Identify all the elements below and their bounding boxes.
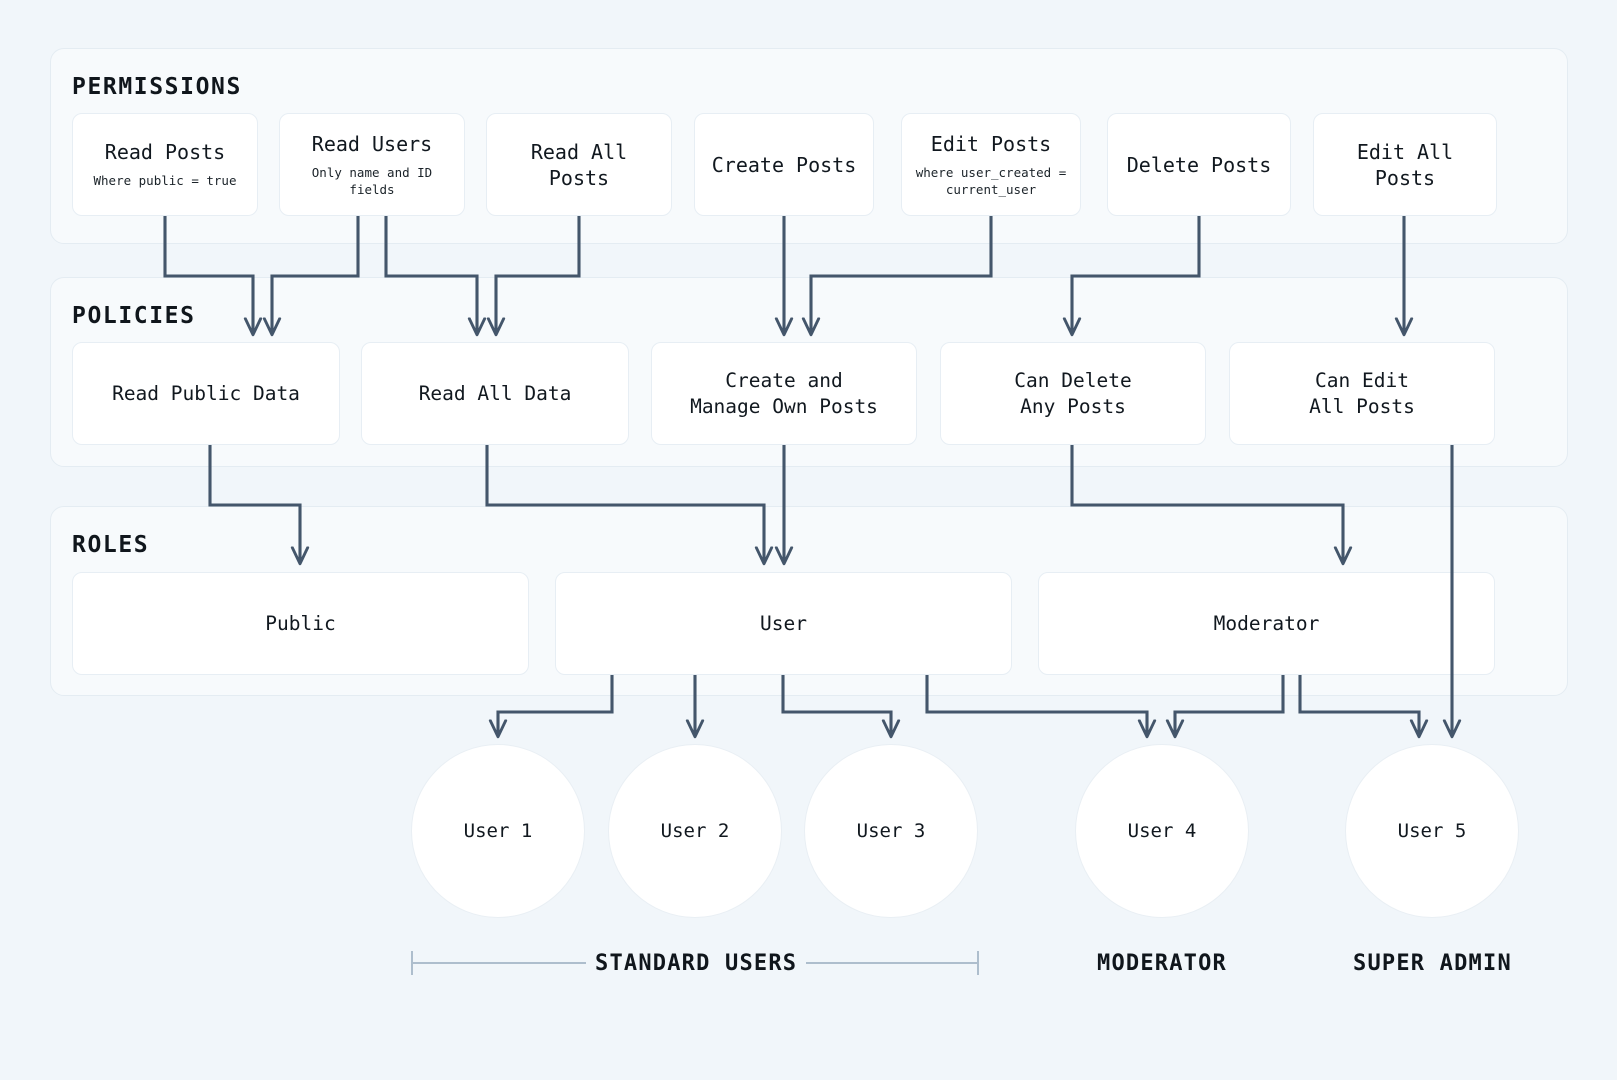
user-label: User 3 — [856, 820, 926, 842]
permission-sublabel: Only name and ID fields — [311, 164, 433, 197]
policy-node[interactable]: Read Public Data — [72, 342, 340, 445]
policy-label: Read All Data — [418, 381, 572, 405]
role-node[interactable]: User — [555, 572, 1012, 675]
permission-label: Delete Posts — [1126, 152, 1272, 177]
permission-sublabel: Where public = true — [93, 173, 237, 189]
role-node[interactable]: Public — [72, 572, 529, 675]
user-circle[interactable]: User 1 — [411, 744, 585, 918]
permission-node[interactable]: Read Users Only name and ID fields — [279, 113, 465, 216]
policy-label: Read Public Data — [112, 381, 300, 405]
permission-label: Edit All Posts — [1356, 139, 1454, 190]
permission-node[interactable]: Create Posts — [694, 113, 874, 216]
permission-label: Create Posts — [711, 152, 857, 177]
user-label: User 2 — [660, 820, 730, 842]
policy-label: Create and Manage Own Posts — [690, 369, 878, 418]
roles-section-title: ROLES — [72, 532, 150, 558]
permission-node[interactable]: Read Posts Where public = true — [72, 113, 258, 216]
user-circle[interactable]: User 2 — [608, 744, 782, 918]
role-label: User — [760, 611, 807, 635]
permission-sublabel: where user_created = current_user — [915, 164, 1067, 197]
permission-label: Edit Posts — [930, 131, 1052, 156]
role-node[interactable]: Moderator — [1038, 572, 1495, 675]
group-label-standard-users: STANDARD USERS — [595, 951, 798, 976]
policy-node[interactable]: Create and Manage Own Posts — [651, 342, 917, 445]
user-circle[interactable]: User 4 — [1075, 744, 1249, 918]
policy-node[interactable]: Read All Data — [361, 342, 629, 445]
group-label-super-admin: SUPER ADMIN — [1353, 951, 1512, 976]
policy-label: Can Delete Any Posts — [1014, 369, 1132, 418]
role-label: Moderator — [1213, 611, 1320, 635]
policy-node[interactable]: Can Edit All Posts — [1229, 342, 1495, 445]
user-circle[interactable]: User 3 — [804, 744, 978, 918]
permission-node[interactable]: Delete Posts — [1107, 113, 1291, 216]
permission-label: Read All Posts — [530, 139, 628, 190]
policies-section-title: POLICIES — [72, 303, 196, 329]
role-label: Public — [265, 611, 336, 635]
user-label: User 1 — [463, 820, 533, 842]
permission-node[interactable]: Edit All Posts — [1313, 113, 1497, 216]
user-label: User 4 — [1127, 820, 1197, 842]
permissions-section-title: PERMISSIONS — [72, 74, 242, 100]
group-label-moderator: MODERATOR — [1097, 951, 1228, 976]
permission-label: Read Users — [311, 131, 433, 156]
permission-label: Read Posts — [104, 140, 226, 165]
permission-node[interactable]: Read All Posts — [486, 113, 672, 216]
user-label: User 5 — [1397, 820, 1467, 842]
policy-label: Can Edit All Posts — [1309, 369, 1415, 418]
user-circle[interactable]: User 5 — [1345, 744, 1519, 918]
permission-node[interactable]: Edit Posts where user_created = current_… — [901, 113, 1081, 216]
policy-node[interactable]: Can Delete Any Posts — [940, 342, 1206, 445]
